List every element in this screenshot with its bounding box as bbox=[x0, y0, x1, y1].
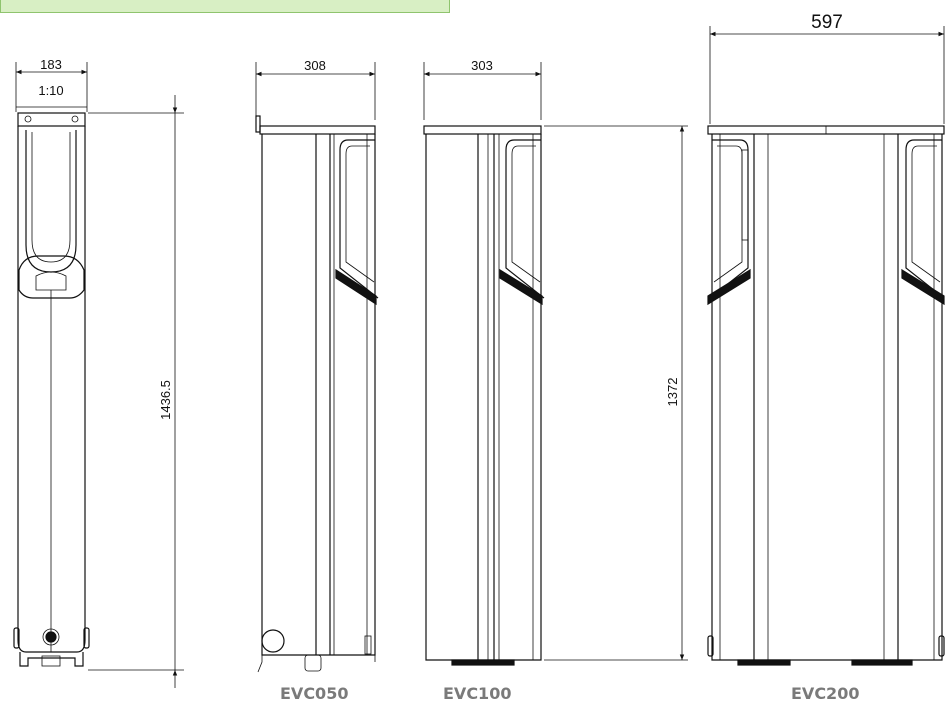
holster-right-inner bbox=[911, 145, 941, 283]
height-dimension-text: 1436.5 bbox=[158, 380, 173, 420]
cable-gland bbox=[304, 654, 322, 672]
evc200-view: 597 bbox=[707, 12, 945, 666]
holster-left-inner bbox=[713, 145, 743, 283]
holster-profile bbox=[505, 139, 545, 299]
mount-hole bbox=[71, 115, 79, 123]
side-body-outline bbox=[261, 134, 376, 656]
connector-shadow bbox=[901, 268, 945, 306]
holster-inner bbox=[345, 145, 375, 283]
base-foot bbox=[938, 635, 945, 657]
front-view: 183 1:10 1436.5 bbox=[13, 57, 184, 688]
connector-socket bbox=[35, 271, 67, 291]
body-outline bbox=[711, 134, 943, 661]
model-label-evc050: EVC050 bbox=[280, 684, 349, 703]
base-foot bbox=[707, 635, 714, 657]
base-bracket bbox=[19, 652, 84, 667]
base-plinth bbox=[851, 659, 913, 666]
width-dimension-text: 308 bbox=[304, 58, 326, 73]
evc050-view: 308 bbox=[255, 58, 379, 673]
back-bracket bbox=[255, 115, 261, 133]
model-label-evc100: EVC100 bbox=[443, 684, 512, 703]
width-dimension-text: 597 bbox=[811, 12, 843, 33]
cable-gland bbox=[41, 655, 61, 667]
connector-housing bbox=[18, 255, 85, 299]
evc100-view: 303 1372 bbox=[423, 58, 688, 666]
lock-icon bbox=[45, 631, 57, 643]
top-plate bbox=[259, 125, 376, 135]
connector-shadow bbox=[335, 268, 377, 306]
base-plinth bbox=[451, 659, 515, 666]
base-foot bbox=[364, 635, 372, 655]
lock-ring bbox=[42, 628, 60, 646]
header-banner bbox=[0, 0, 450, 13]
connector-shadow bbox=[707, 268, 751, 306]
cable-gland-circle bbox=[261, 629, 285, 653]
base-foot bbox=[83, 627, 90, 649]
holster-inner bbox=[31, 132, 71, 263]
height-dimension-text: 1372 bbox=[665, 378, 680, 407]
base-foot bbox=[13, 627, 20, 649]
width-dimension-text: 303 bbox=[471, 58, 493, 73]
top-plate bbox=[423, 125, 542, 135]
side-body-outline bbox=[425, 134, 542, 661]
top-plate bbox=[17, 112, 86, 127]
holster-right bbox=[905, 139, 945, 299]
front-body-outline bbox=[17, 126, 86, 653]
connector-shadow bbox=[499, 268, 543, 306]
width-dimension-text: 183 bbox=[40, 57, 62, 72]
holster-inner bbox=[511, 145, 541, 283]
scale-text: 1:10 bbox=[38, 83, 63, 98]
model-label-evc200: EVC200 bbox=[791, 684, 860, 703]
mount-hole bbox=[24, 115, 32, 123]
base-line bbox=[257, 655, 376, 673]
holster-profile bbox=[339, 139, 379, 299]
holster-rail bbox=[741, 149, 749, 241]
base-plinth bbox=[737, 659, 791, 666]
